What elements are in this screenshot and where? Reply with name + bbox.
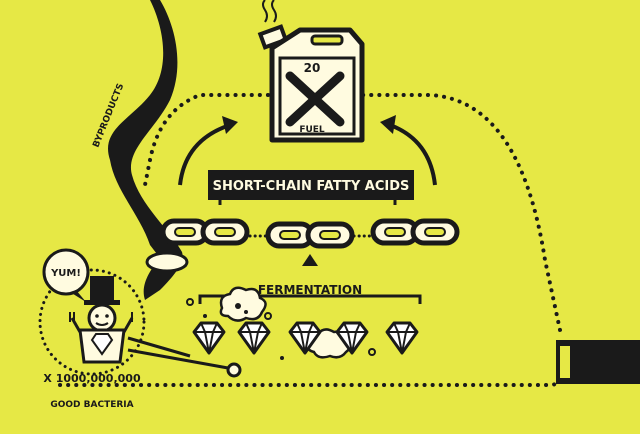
diamond-icon-2 <box>237 321 271 355</box>
jerry-can-icon <box>257 0 365 143</box>
bubble-2 <box>203 314 207 318</box>
bubble-5 <box>280 356 284 360</box>
fuel-number: 20 <box>304 61 321 75</box>
exit-tube <box>556 340 640 384</box>
scfa-label: SHORT-CHAIN FATTY ACIDS <box>213 179 410 194</box>
fermentation-label: FERMENTATION <box>258 283 362 297</box>
bubble-3 <box>264 312 272 320</box>
scfa-label-box <box>208 170 414 200</box>
up-arrow-icon <box>302 254 318 266</box>
bubble-1 <box>186 298 194 306</box>
chain-link-icon-left <box>160 218 250 246</box>
knife-tip <box>226 362 242 378</box>
yum-label: YUM! <box>50 268 81 279</box>
cloud-icon-top <box>219 286 267 322</box>
diamond-icon-5 <box>385 321 419 355</box>
byproducts-stream <box>108 0 189 300</box>
diamond-icon-3 <box>288 321 322 355</box>
dotted-path-right <box>353 93 562 332</box>
fork-line <box>127 336 191 358</box>
chain-link-icon-center <box>265 221 355 249</box>
bacteria-character-icon <box>69 276 134 364</box>
fermentation-bracket <box>198 294 422 304</box>
knife-line <box>127 348 229 370</box>
chain-link-icon-right <box>370 218 460 246</box>
diamond-icon-4 <box>335 321 369 355</box>
bacteria-dotted-circle <box>38 268 146 376</box>
arrow-left-icon <box>178 116 238 186</box>
fuel-label: FUEL <box>299 125 325 135</box>
arrow-right-icon <box>380 115 437 186</box>
bubble-4 <box>368 348 376 356</box>
diamond-icon-1 <box>192 321 226 355</box>
good-bacteria-label: GOOD BACTERIA <box>50 400 133 410</box>
yum-speech-bubble <box>42 248 90 302</box>
bacteria-count-label: X 1000,000,000 <box>43 372 141 385</box>
